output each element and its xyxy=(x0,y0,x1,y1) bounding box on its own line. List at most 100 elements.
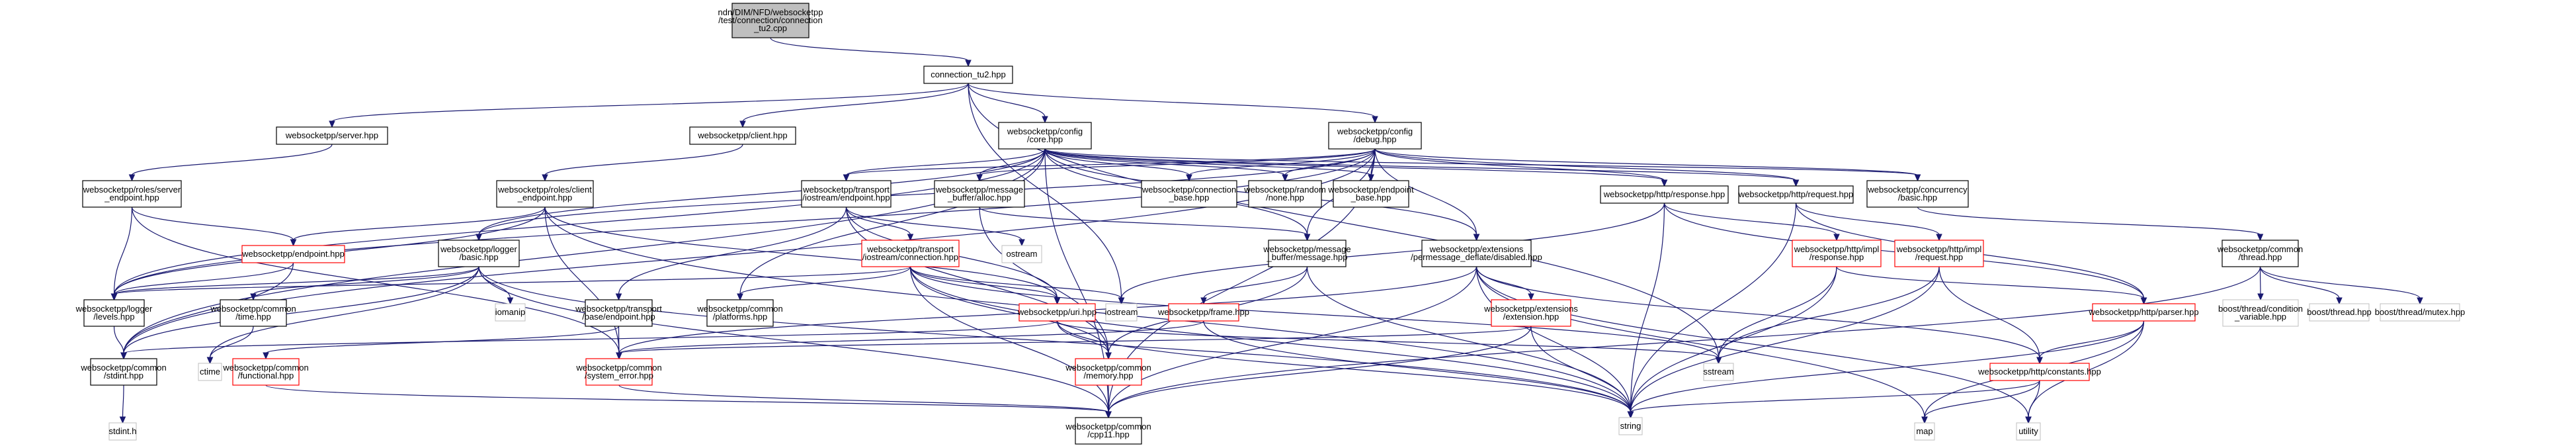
arrowhead-icon xyxy=(128,174,136,182)
node-box xyxy=(689,126,796,145)
node-root[interactable]: ndn/DIM/NFD/websocketpp/test/connection/… xyxy=(718,3,823,38)
node-http-constants[interactable]: websocketpp/http/constants.hpp xyxy=(1977,363,2101,381)
node-label: map xyxy=(1916,426,1932,436)
node-ctime: ctime xyxy=(198,363,222,381)
edge-config_debug-to-logger_basic xyxy=(478,148,1376,236)
node-common-thread[interactable]: websocketpp/common/thread.hpp xyxy=(2217,240,2303,267)
edge-config_core-to-common_platforms xyxy=(739,148,1046,295)
node-logger-basic[interactable]: websocketpp/logger/basic.hpp xyxy=(438,240,520,267)
arrowhead-icon xyxy=(1200,297,1207,305)
edge-roles_client-to-uri xyxy=(544,206,1058,299)
node-frame[interactable]: websocketpp/frame.hpp xyxy=(1157,303,1249,322)
node-box xyxy=(241,245,345,263)
node-label: websocketpp/logger xyxy=(75,304,153,314)
node-label: /memory.hpp xyxy=(1084,371,1134,381)
node-box xyxy=(1738,185,1854,204)
node-label: websocketpp/http/parser.hpp xyxy=(2088,307,2198,317)
node-string: string xyxy=(1618,417,1643,435)
edge-common_thread-to-common_cpp11 xyxy=(1108,266,2261,413)
node-label: /permessage_deflate/disabled.hpp xyxy=(1411,252,1542,262)
edge-transport_iostream_connection-to-uri xyxy=(909,266,1058,299)
node-logger-levels[interactable]: websocketpp/logger/levels.hpp xyxy=(75,299,153,327)
arrowhead-icon xyxy=(507,297,514,305)
node-box xyxy=(861,240,960,267)
node-ext-extension[interactable]: websocketpp/extensions/extension.hpp xyxy=(1483,299,1578,327)
edge-msg_alloc-to-msg_message xyxy=(979,206,1308,236)
node-connection-tu2[interactable]: connection_tu2.hpp xyxy=(923,66,1013,84)
node-http-request[interactable]: websocketpp/http/request.hpp xyxy=(1738,185,1854,204)
node-boost-cond: boost/thread/condition_variable.hpp xyxy=(2218,299,2303,327)
node-common-functional[interactable]: websocketpp/common/functional.hpp xyxy=(222,358,309,386)
node-box xyxy=(1141,180,1237,208)
node-common-memory[interactable]: websocketpp/common/memory.hpp xyxy=(1065,358,1151,386)
node-endpoint-base[interactable]: websocketpp/endpoint_base.hpp xyxy=(1327,180,1414,208)
node-client[interactable]: websocketpp/client.hpp xyxy=(689,126,796,145)
node-box xyxy=(2222,240,2299,267)
node-label: /stdint.hpp xyxy=(104,371,144,381)
node-label: websocketpp/common xyxy=(210,304,296,314)
node-common-stdint[interactable]: websocketpp/common/stdint.hpp xyxy=(80,358,167,386)
edge-transport_base_endpoint-to-common_system_error xyxy=(618,326,620,354)
node-config-debug[interactable]: websocketpp/config/debug.hpp xyxy=(1328,122,1422,150)
node-box xyxy=(1168,303,1239,322)
node-label: websocketpp/message xyxy=(935,185,1023,195)
node-transport-iostream-endpoint[interactable]: websocketpp/transport/iostream/endpoint.… xyxy=(801,180,892,208)
node-box xyxy=(585,358,653,386)
edge-config_core-to-logger_levels xyxy=(113,148,1046,295)
arrowhead-icon xyxy=(329,120,335,128)
node-roles-client[interactable]: websocketpp/roles/client_endpoint.hpp xyxy=(496,180,594,208)
node-common-time[interactable]: websocketpp/common/time.hpp xyxy=(210,299,296,327)
node-http-parser[interactable]: websocketpp/http/parser.hpp xyxy=(2088,303,2199,322)
node-label: /thread.hpp xyxy=(2239,252,2282,262)
node-label: websocketpp/uri.hpp xyxy=(1017,307,1097,317)
node-label: websocketpp/random xyxy=(1243,185,1326,195)
node-config-core[interactable]: websocketpp/config/core.hpp xyxy=(998,122,1092,150)
node-label: /debug.hpp xyxy=(1353,134,1396,144)
node-concurrency-basic[interactable]: websocketpp/concurrency/basic.hpp xyxy=(1866,180,1969,208)
node-label: /request.hpp xyxy=(1915,252,1963,262)
node-http-response[interactable]: websocketpp/http/response.hpp xyxy=(1600,185,1729,204)
edge-root-to-connection_tu2 xyxy=(770,37,969,62)
edge-ext_extension-to-common_system_error xyxy=(618,326,1532,354)
node-box xyxy=(1792,240,1882,267)
arrowhead-icon xyxy=(1105,411,1112,419)
node-label: utility xyxy=(2018,426,2038,436)
arrowhead-icon xyxy=(1627,411,1634,419)
node-uri[interactable]: websocketpp/uri.hpp xyxy=(1017,303,1097,322)
node-random-none[interactable]: websocketpp/random/none.hpp xyxy=(1243,180,1326,208)
node-box xyxy=(1421,240,1532,267)
node-label: websocketpp/endpoint xyxy=(1327,185,1414,195)
node-roles-server[interactable]: websocketpp/roles/server_endpoint.hpp xyxy=(82,180,182,208)
node-msg-message[interactable]: websocketpp/message_buffer/message.hpp xyxy=(1263,240,1351,267)
arrowhead-icon xyxy=(2036,357,2043,365)
arrowhead-icon xyxy=(1528,293,1534,301)
edge-common_thread-to-boost_mutex xyxy=(2259,266,2421,299)
arrowhead-icon xyxy=(1105,352,1112,360)
arrowhead-icon xyxy=(250,293,257,301)
node-label: iomanip xyxy=(495,307,526,317)
node-box xyxy=(1866,180,1969,208)
edge-frame-to-common_system_error xyxy=(618,320,1204,354)
node-box xyxy=(1075,358,1142,386)
node-endpoint[interactable]: websocketpp/endpoint.hpp xyxy=(241,245,345,263)
arrowhead-icon xyxy=(1661,179,1668,187)
node-ext-disabled[interactable]: websocketpp/extensions/permessage_deflat… xyxy=(1411,240,1542,267)
node-transport-iostream-connection[interactable]: websocketpp/transport/iostream/connectio… xyxy=(861,240,960,267)
node-common-system-error[interactable]: websocketpp/common/system_error.hpp xyxy=(575,358,662,386)
node-server[interactable]: websocketpp/server.hpp xyxy=(276,126,388,145)
node-msg-alloc[interactable]: websocketpp/message_buffer/alloc.hpp xyxy=(934,180,1025,208)
node-label: websocketpp/http/constants.hpp xyxy=(1977,367,2101,377)
node-transport-base-endpoint[interactable]: websocketpp/transport/base/endpoint.hpp xyxy=(575,299,662,327)
edge-logger_basic-to-common_stdint xyxy=(123,266,479,354)
edge-logger_basic-to-string xyxy=(478,266,1632,413)
node-common-platforms[interactable]: websocketpp/common/platforms.hpp xyxy=(696,299,783,327)
arrowhead-icon xyxy=(965,60,972,67)
edge-config_debug-to-ext_disabled xyxy=(1374,148,1477,236)
edge-http_parser-to-http_constants xyxy=(2039,320,2145,359)
edge-http_impl_response-to-string xyxy=(1630,266,1837,413)
node-box xyxy=(495,303,526,322)
node-common-cpp11[interactable]: websocketpp/common/cpp11.hpp xyxy=(1065,417,1151,445)
node-http-impl-request[interactable]: websocketpp/http/impl/request.hpp xyxy=(1894,240,1984,267)
node-connection-base[interactable]: websocketpp/connection_base.hpp xyxy=(1141,180,1237,208)
node-http-impl-response[interactable]: websocketpp/http/impl/response.hpp xyxy=(1792,240,1882,267)
